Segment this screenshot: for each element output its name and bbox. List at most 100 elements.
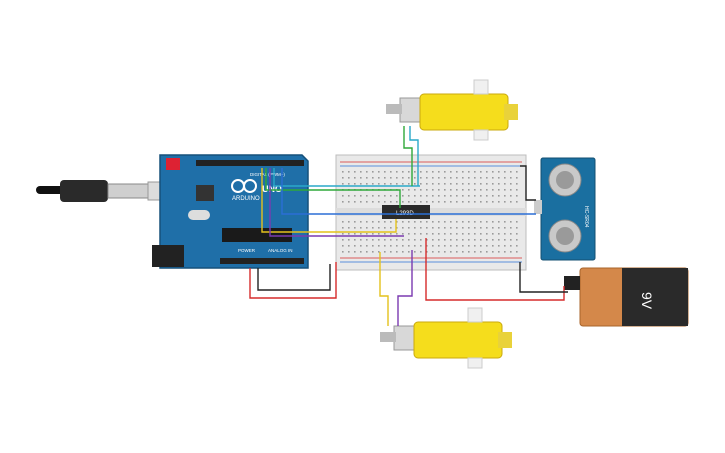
breadboard-hole[interactable] [480,233,482,235]
breadboard-hole[interactable] [516,233,518,235]
breadboard-hole[interactable] [396,177,398,179]
breadboard-hole[interactable] [504,171,506,173]
breadboard-hole[interactable] [372,233,374,235]
breadboard-hole[interactable] [456,221,458,223]
breadboard-hole[interactable] [480,171,482,173]
breadboard-hole[interactable] [426,171,428,173]
breadboard-hole[interactable] [516,189,518,191]
breadboard-hole[interactable] [384,239,386,241]
breadboard-hole[interactable] [450,183,452,185]
breadboard-hole[interactable] [492,171,494,173]
breadboard-hole[interactable] [510,245,512,247]
breadboard-hole[interactable] [462,183,464,185]
breadboard-hole[interactable] [462,195,464,197]
breadboard-hole[interactable] [360,195,362,197]
breadboard-hole[interactable] [498,171,500,173]
breadboard-hole[interactable] [348,171,350,173]
breadboard-hole[interactable] [444,233,446,235]
breadboard-hole[interactable] [444,221,446,223]
breadboard-hole[interactable] [408,233,410,235]
ultrasonic-sensor[interactable]: HC-SR04 [534,157,596,261]
breadboard-hole[interactable] [474,171,476,173]
breadboard-hole[interactable] [486,239,488,241]
breadboard-hole[interactable] [486,171,488,173]
breadboard-hole[interactable] [432,189,434,191]
breadboard-hole[interactable] [474,251,476,253]
breadboard-hole[interactable] [420,227,422,229]
breadboard-hole[interactable] [342,239,344,241]
breadboard-hole[interactable] [462,233,464,235]
breadboard-hole[interactable] [510,201,512,203]
breadboard-hole[interactable] [438,201,440,203]
breadboard-hole[interactable] [420,177,422,179]
breadboard-hole[interactable] [372,183,374,185]
breadboard-hole[interactable] [450,177,452,179]
breadboard-hole[interactable] [390,239,392,241]
breadboard-hole[interactable] [396,183,398,185]
breadboard-hole[interactable] [402,245,404,247]
breadboard-hole[interactable] [414,221,416,223]
breadboard-hole[interactable] [384,177,386,179]
breadboard-hole[interactable] [384,201,386,203]
breadboard-hole[interactable] [438,227,440,229]
breadboard-hole[interactable] [354,233,356,235]
breadboard-hole[interactable] [504,251,506,253]
breadboard-hole[interactable] [366,239,368,241]
breadboard-hole[interactable] [450,245,452,247]
breadboard-hole[interactable] [366,221,368,223]
breadboard-hole[interactable] [486,189,488,191]
breadboard-hole[interactable] [480,221,482,223]
breadboard-hole[interactable] [366,227,368,229]
breadboard-hole[interactable] [384,233,386,235]
breadboard-hole[interactable] [504,227,506,229]
breadboard-hole[interactable] [390,233,392,235]
breadboard-hole[interactable] [498,227,500,229]
breadboard-hole[interactable] [462,245,464,247]
breadboard-hole[interactable] [420,189,422,191]
breadboard-hole[interactable] [480,227,482,229]
breadboard-hole[interactable] [438,171,440,173]
breadboard-hole[interactable] [366,177,368,179]
breadboard-hole[interactable] [378,227,380,229]
breadboard-hole[interactable] [402,233,404,235]
breadboard-hole[interactable] [510,251,512,253]
breadboard-hole[interactable] [432,221,434,223]
breadboard-hole[interactable] [414,239,416,241]
breadboard-hole[interactable] [348,239,350,241]
breadboard-hole[interactable] [438,233,440,235]
breadboard-hole[interactable] [420,201,422,203]
breadboard-hole[interactable] [504,233,506,235]
breadboard-hole[interactable] [378,251,380,253]
breadboard-hole[interactable] [498,189,500,191]
breadboard-hole[interactable] [360,251,362,253]
breadboard-hole[interactable] [414,183,416,185]
breadboard-hole[interactable] [372,221,374,223]
breadboard-hole[interactable] [462,201,464,203]
breadboard-hole[interactable] [504,189,506,191]
breadboard-hole[interactable] [492,233,494,235]
breadboard-hole[interactable] [444,251,446,253]
breadboard-hole[interactable] [492,201,494,203]
breadboard-hole[interactable] [474,239,476,241]
breadboard-hole[interactable] [516,245,518,247]
breadboard-hole[interactable] [372,201,374,203]
breadboard-hole[interactable] [510,233,512,235]
breadboard-hole[interactable] [366,183,368,185]
breadboard-hole[interactable] [390,177,392,179]
breadboard-hole[interactable] [480,251,482,253]
breadboard-hole[interactable] [366,251,368,253]
breadboard-hole[interactable] [342,195,344,197]
breadboard-hole[interactable] [354,245,356,247]
breadboard-hole[interactable] [444,227,446,229]
breadboard-hole[interactable] [390,251,392,253]
breadboard-hole[interactable] [468,245,470,247]
top-motor[interactable] [386,79,518,141]
breadboard-hole[interactable] [372,227,374,229]
breadboard-hole[interactable] [480,245,482,247]
breadboard-hole[interactable] [348,195,350,197]
breadboard-hole[interactable] [378,171,380,173]
breadboard-hole[interactable] [402,189,404,191]
breadboard-hole[interactable] [468,239,470,241]
breadboard-hole[interactable] [432,201,434,203]
breadboard-hole[interactable] [510,239,512,241]
